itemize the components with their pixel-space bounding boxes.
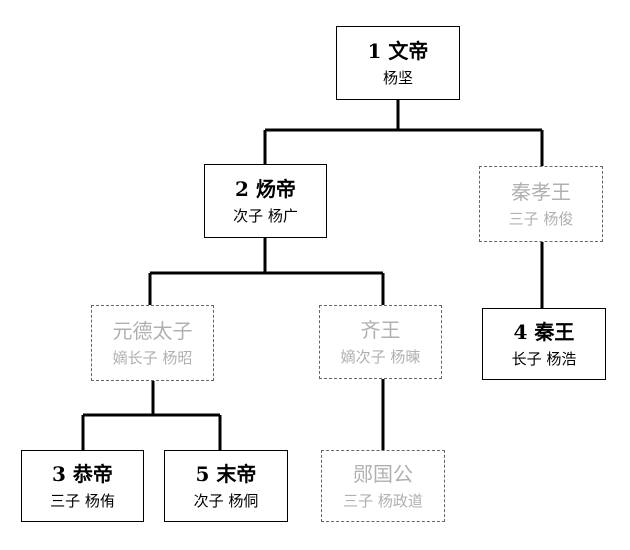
node-modi: 5 末帝 次子 杨侗 bbox=[164, 450, 288, 522]
node-wendi: 1 文帝 杨坚 bbox=[336, 26, 460, 100]
node-title: 齐王 bbox=[360, 317, 401, 342]
node-title: 郧国公 bbox=[353, 461, 413, 486]
node-qiwang: 齐王 嫡次子 杨暕 bbox=[319, 305, 442, 379]
node-title: 2 炀帝 bbox=[235, 176, 296, 201]
node-subtitle: 杨坚 bbox=[382, 68, 413, 87]
node-subtitle: 三子 杨俊 bbox=[508, 209, 574, 228]
node-subtitle: 次子 杨广 bbox=[233, 206, 298, 225]
node-subtitle: 三子 杨侑 bbox=[50, 491, 115, 510]
node-title: 5 末帝 bbox=[195, 461, 257, 486]
node-title: 3 恭帝 bbox=[52, 461, 113, 486]
node-subtitle: 长子 杨浩 bbox=[511, 349, 577, 368]
node-title: 元德太子 bbox=[112, 318, 193, 343]
node-qinxiaowang: 秦孝王 三子 杨俊 bbox=[479, 166, 603, 242]
node-yunguogong: 郧国公 三子 杨政道 bbox=[321, 450, 445, 522]
node-subtitle: 次子 杨侗 bbox=[193, 491, 259, 510]
node-gongdi: 3 恭帝 三子 杨侑 bbox=[21, 450, 144, 522]
node-subtitle: 三子 杨政道 bbox=[343, 491, 423, 510]
node-yangdi: 2 炀帝 次子 杨广 bbox=[204, 164, 327, 238]
node-qinwang: 4 秦王 长子 杨浩 bbox=[482, 308, 606, 380]
node-title: 4 秦王 bbox=[513, 319, 575, 344]
node-title: 1 文帝 bbox=[367, 38, 429, 63]
node-subtitle: 嫡次子 杨暕 bbox=[340, 347, 421, 366]
node-title: 秦孝王 bbox=[511, 179, 571, 204]
node-subtitle: 嫡长子 杨昭 bbox=[112, 348, 193, 367]
node-yuande: 元德太子 嫡长子 杨昭 bbox=[91, 305, 214, 381]
